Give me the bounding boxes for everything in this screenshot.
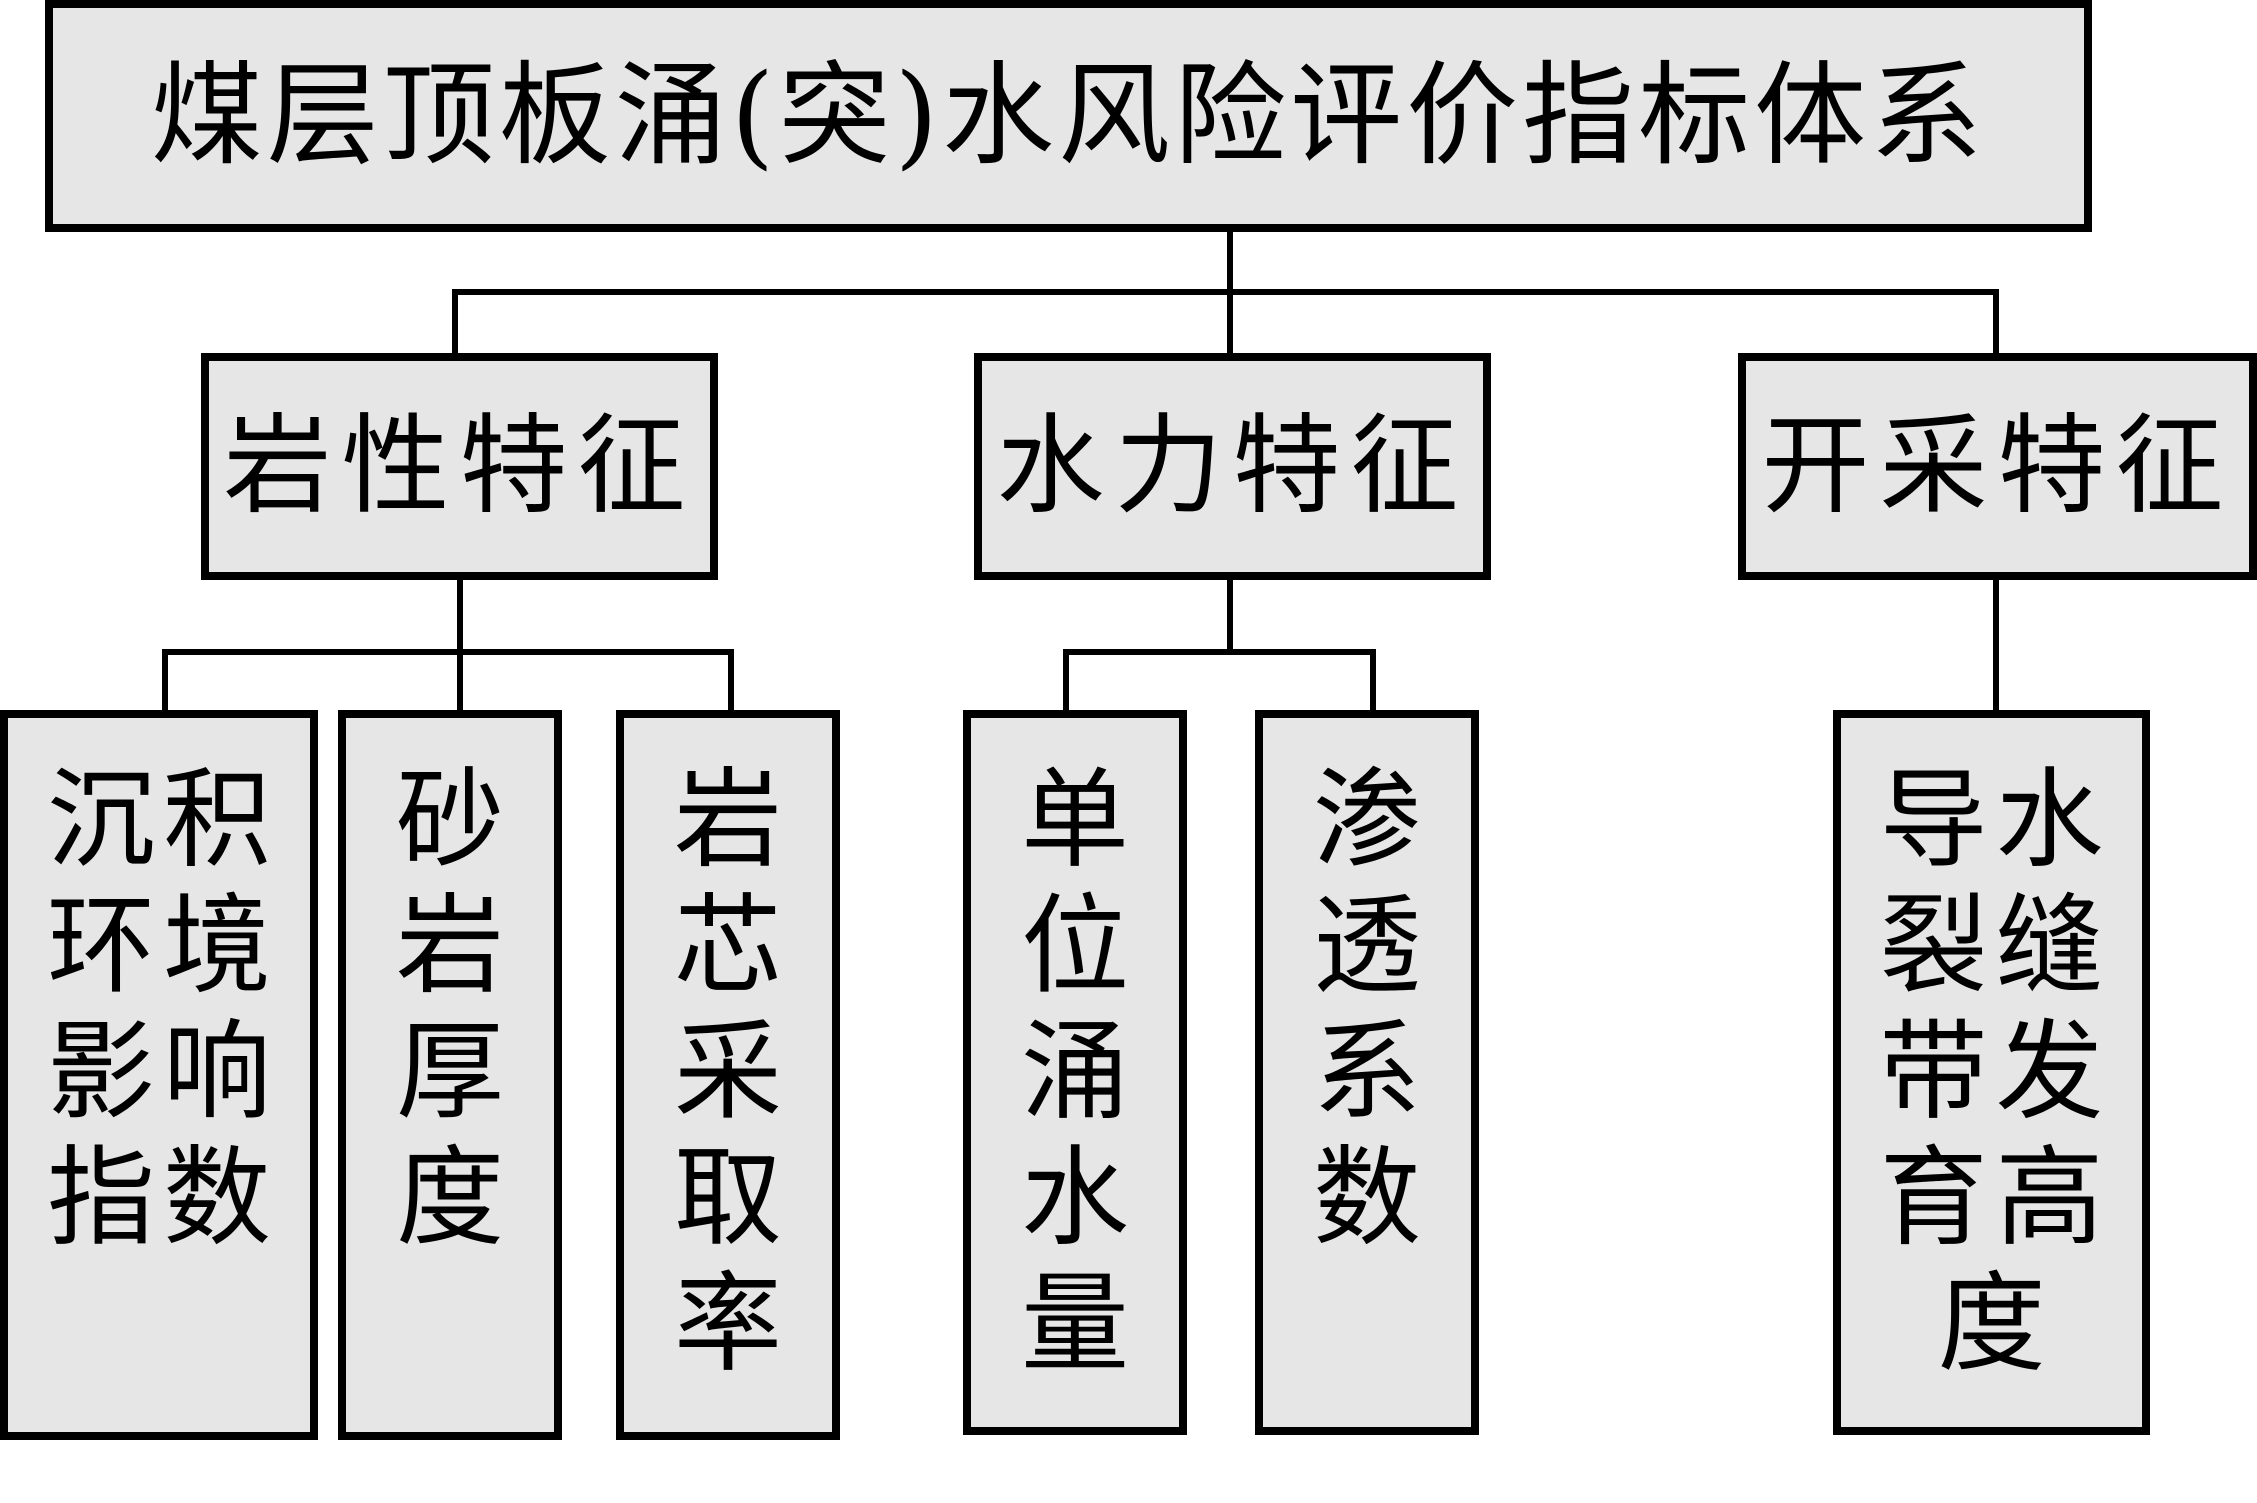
label-character: 沉 <box>46 758 155 883</box>
label-character: 砂 <box>395 758 504 883</box>
label-character: 采 <box>673 1010 782 1135</box>
label-character: 水 <box>1020 1136 1129 1261</box>
indicator-unit-inflow-label: 单位涌水量 <box>1017 758 1133 1388</box>
label-character: 缝 <box>1995 884 2104 1009</box>
indicator-unit-inflow: 单位涌水量 <box>963 710 1187 1435</box>
label-character: 水 <box>1995 758 2104 883</box>
indicator-sandstone-thickness: 砂岩厚度 <box>338 710 562 1440</box>
label-character: 育 <box>1879 1136 1988 1261</box>
label-character: 导 <box>1879 758 1988 883</box>
category-lithology-label: 岩性特征 <box>223 403 696 529</box>
category-hydraulic-label: 水力特征 <box>996 403 1469 529</box>
label-character: 高 <box>1995 1136 2104 1261</box>
label-character: 响 <box>162 1010 271 1135</box>
indicator-sediment-environment-label: 沉积环境影响指数 <box>43 758 275 1262</box>
indicator-sandstone-thickness-label: 砂岩厚度 <box>392 758 508 1262</box>
label-character: 透 <box>1312 884 1421 1009</box>
label-character: 岩 <box>395 884 504 1009</box>
root-node: 煤层顶板涌(突)水风险评价指标体系 <box>45 0 2092 232</box>
label-character: 数 <box>1312 1136 1421 1261</box>
label-character: 指 <box>46 1136 155 1261</box>
indicator-core-recovery-label: 岩芯采取率 <box>670 758 786 1388</box>
category-lithology: 岩性特征 <box>201 353 718 580</box>
indicator-permeability-label: 渗透系数 <box>1309 758 1425 1262</box>
label-character: 度 <box>395 1136 504 1261</box>
label-character: 裂 <box>1879 884 1988 1009</box>
label-character: 系 <box>1312 1010 1421 1135</box>
label-character: 单 <box>1020 758 1129 883</box>
label-character: 积 <box>162 758 271 883</box>
label-character: 涌 <box>1020 1010 1129 1135</box>
indicator-permeability: 渗透系数 <box>1255 710 1479 1435</box>
indicator-core-recovery: 岩芯采取率 <box>616 710 840 1440</box>
label-character: 量 <box>1020 1262 1129 1387</box>
label-character: 度 <box>1937 1262 2046 1387</box>
label-character: 发 <box>1995 1010 2104 1135</box>
label-character: 率 <box>673 1262 782 1387</box>
label-character: 位 <box>1020 884 1129 1009</box>
category-mining-label: 开采特征 <box>1761 403 2234 529</box>
label-character: 渗 <box>1312 758 1421 883</box>
indicator-fracture-zone-height-label: 导水裂缝带发育高度 <box>1876 758 2108 1388</box>
root-node-label: 煤层顶板涌(突)水风险评价指标体系 <box>150 51 1987 181</box>
label-character: 影 <box>46 1010 155 1135</box>
indicator-fracture-zone-height: 导水裂缝带发育高度 <box>1833 710 2150 1435</box>
label-character: 厚 <box>395 1010 504 1135</box>
label-character: 境 <box>162 884 271 1009</box>
label-character: 环 <box>46 884 155 1009</box>
category-hydraulic: 水力特征 <box>974 353 1491 580</box>
label-character: 数 <box>162 1136 271 1261</box>
label-character: 带 <box>1879 1010 1988 1135</box>
indicator-sediment-environment: 沉积环境影响指数 <box>0 710 318 1440</box>
label-character: 岩 <box>673 758 782 883</box>
label-character: 芯 <box>673 884 782 1009</box>
label-character: 取 <box>673 1136 782 1261</box>
category-mining: 开采特征 <box>1738 353 2257 580</box>
